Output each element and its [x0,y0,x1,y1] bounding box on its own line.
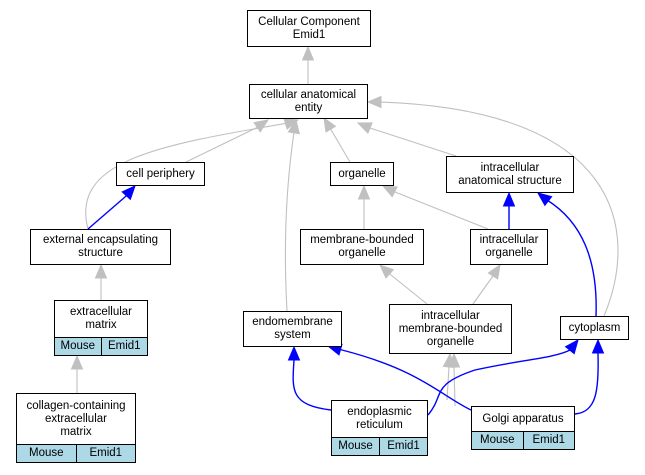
edge-es-to-cae [284,118,300,312]
node-label: endoplasmic reticulum [347,406,412,431]
edge-ecs-to-cp [87,185,136,230]
arrowhead [366,95,382,109]
arrowhead [381,185,398,198]
node-io[interactable]: intracellular organelle [470,229,548,265]
edge-io-to-org [381,185,489,230]
arrowhead [591,338,605,354]
node-cyto[interactable]: cytoplasm [560,316,629,340]
species-chip: Mouse [472,432,523,449]
node-label: intracellular anatomical structure [458,161,562,187]
arrowhead [447,352,461,368]
arrowhead [301,45,315,61]
node-label: endomembrane system [252,316,333,341]
edge-cae-to-cc [301,45,315,84]
gene-chip: Emid1 [100,338,147,355]
node-label: cellular anatomical entity [260,88,357,114]
node-label: intracellular organelle [479,234,539,259]
arrowhead [94,263,108,279]
node-label: extracellular matrix [70,306,132,331]
arrowhead [356,122,373,134]
node-label: Cellular Component Emid1 [258,15,360,41]
arrowhead [253,119,270,133]
node-mbo[interactable]: membrane-bounded organelle [300,229,424,265]
node-label: organelle [338,167,386,180]
arrowhead [487,263,501,280]
node-label: collagen-containing extracellular matrix [26,399,126,438]
arrowhead [357,184,371,200]
edge-imbo-to-mbo [379,264,428,305]
node-label: cell periphery [126,167,195,180]
node-label: intracellular membrane-bounded organelle [398,309,503,348]
species-chip: Mouse [55,338,101,355]
edge-er-to-es [287,345,332,411]
edge-cyto-to-cae [366,95,619,317]
arrowhead [502,191,516,207]
arrowhead [323,116,337,133]
arrowhead [564,338,579,355]
edge-golgi-to-cyto [574,338,605,415]
node-ecs[interactable]: external encapsulating structure [30,229,171,265]
edge-imbo-to-io [472,263,501,305]
edge-er-to-cyto [427,338,579,416]
edge-ias-to-cae [356,122,457,157]
node-org[interactable]: organelle [330,162,394,186]
node-label: membrane-bounded organelle [310,234,414,259]
node-ccem[interactable]: collagen-containing extracellular matrix… [16,393,136,463]
arrowhead [536,192,553,207]
node-label: cytoplasm [568,321,621,334]
edge-org-to-cae [323,116,351,163]
gene-chip: Emid1 [75,445,135,462]
node-label: external encapsulating structure [42,234,159,259]
node-imbo[interactable]: intracellular membrane-bounded organelle [389,304,512,354]
arrowhead [379,264,395,279]
edge-golgi-to-imbo [447,352,461,407]
species-chip: Mouse [332,438,379,455]
species-chip: Mouse [17,445,76,462]
edge-cp-to-cae [185,119,270,163]
node-cc[interactable]: Cellular Component Emid1 [247,10,371,47]
arrowhead [287,118,300,135]
node-cp[interactable]: cell periphery [116,162,205,186]
gene-chip: Emid1 [379,438,427,455]
edge-mbo-to-org [357,184,371,229]
arrowhead [121,185,136,201]
edge-ccem-to-em [70,354,84,393]
node-ias[interactable]: intracellular anatomical structure [446,156,574,193]
node-es[interactable]: endomembrane system [243,311,342,347]
edge-em-to-ecs [94,263,108,300]
arrowhead [70,354,84,370]
arrowhead [287,345,301,361]
edge-io-to-ias [502,191,516,229]
gene-chip: Emid1 [522,432,574,449]
node-cae[interactable]: cellular anatomical entity [249,84,368,119]
edge-cyto-to-ias [536,192,597,317]
node-label: Golgi apparatus [482,412,564,425]
